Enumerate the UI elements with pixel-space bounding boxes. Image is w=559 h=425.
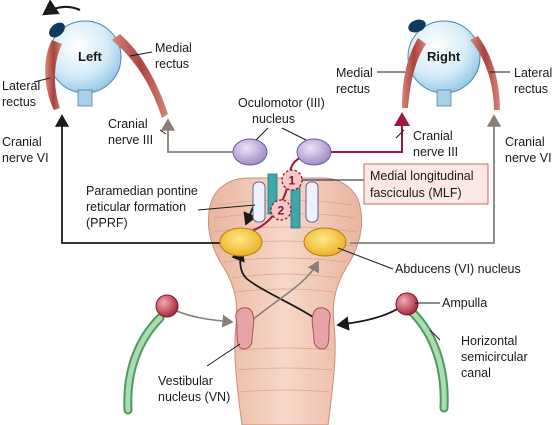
left-lateral-rectus-muscle — [45, 40, 62, 110]
right-oculomotor-nucleus — [296, 138, 332, 166]
right-ampulla — [395, 292, 419, 316]
right-medial-rectus-muscle — [402, 38, 426, 108]
left-cranial-nerve-iii-label: Cranial nerve III — [108, 117, 153, 147]
left-medial-rectus-label: Medial rectus — [155, 41, 195, 71]
right-vestibular-nucleus — [311, 307, 331, 350]
vestibular-to-pprf-pathway — [231, 248, 327, 327]
right-lateral-rectus-label: Lateral rectus — [514, 66, 556, 96]
right-lateral-rectus-muscle — [470, 36, 500, 110]
left-oculomotor-nucleus — [232, 138, 268, 166]
left-pprf-column — [252, 181, 266, 223]
left-eye-title: Left — [78, 49, 103, 64]
mlf-callout-box — [363, 163, 489, 205]
left-pupil — [49, 22, 65, 38]
left-lateral-rectus-label: Lateral rectus — [2, 79, 44, 109]
marker-2-label: 2 — [278, 204, 285, 218]
left-ampulla — [155, 294, 179, 318]
right-eye: Right — [407, 19, 481, 107]
right-pprf-column — [305, 181, 319, 223]
marker-2 — [270, 199, 292, 221]
leader-lines — [33, 51, 510, 367]
left-abducens-nucleus — [219, 227, 263, 257]
right-ampulla-pathway — [336, 305, 403, 331]
abducens-label: Abducens (VI) nucleus — [395, 262, 521, 276]
ampulla-label: Ampulla — [442, 296, 487, 310]
right-cranial-nerve-vi-label: Cranial nerve VI — [505, 135, 552, 165]
right-canal-highlight — [409, 309, 447, 411]
right-abducens-nucleus — [303, 227, 347, 257]
vestibular-to-right-abducens-pathway — [249, 260, 320, 323]
left-cranial-nerve-vi-pathway — [54, 114, 222, 244]
left-cranial-nerve-iii-pathway — [160, 118, 236, 153]
right-cranial-nerve-vi-pathway — [350, 114, 502, 244]
oculomotor-nucleus-label: Oculomotor (III) nucleus — [238, 96, 328, 126]
horizontal-canal-label: Horizontal semicircular canal — [461, 334, 531, 380]
left-medial-rectus-muscle — [112, 34, 168, 118]
marker-1-label: 1 — [289, 174, 296, 188]
right-cranial-nerve-iii-label: Cranial nerve III — [413, 129, 458, 159]
left-eye: Left — [42, 0, 122, 107]
mlf-label: Medial longitudinal fasciculus (MLF) — [370, 169, 477, 200]
right-eye-title: Right — [427, 49, 461, 64]
left-canal-highlight — [125, 315, 163, 413]
left-cranial-nerve-vi-label: Cranial nerve VI — [2, 135, 49, 165]
left-ampulla-pathway — [169, 307, 234, 328]
right-cranial-nerve-iii-pathway — [330, 112, 410, 153]
left-optic-nerve — [77, 89, 93, 107]
rotation-arrow-icon — [42, 0, 81, 16]
right-optic-nerve — [436, 89, 452, 107]
right-pupil — [408, 19, 426, 33]
vestibular-nucleus-label: Vestibular nucleus (VN) — [158, 374, 230, 404]
right-medial-rectus-label: Medial rectus — [336, 66, 376, 96]
left-vestibular-nucleus — [235, 307, 255, 350]
pprf-label: Paramedian pontine reticular formation (… — [86, 184, 201, 230]
